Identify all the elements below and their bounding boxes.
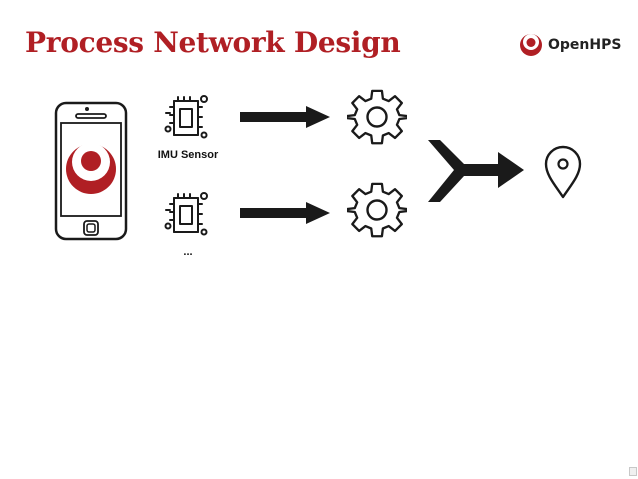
gear-icon [347,89,407,145]
sensor-label: IMU Sensor [157,149,219,161]
location-pin-icon [544,145,582,199]
arrow-right-icon [240,106,330,128]
page-title: Process Network Design [25,26,401,59]
page-indicator [629,467,637,476]
sensor-label: ... [183,246,193,258]
smartphone-icon [54,101,128,241]
chip-icon [164,192,208,236]
brand: OpenHPS [519,33,621,57]
openhps-logo-icon [520,34,542,56]
chip-icon [164,95,208,139]
merge-arrow-icon [428,140,524,202]
brand-name: OpenHPS [548,37,622,53]
gear-icon [347,182,407,238]
openhps-logo-icon [66,143,116,194]
arrow-right-icon [240,202,330,224]
